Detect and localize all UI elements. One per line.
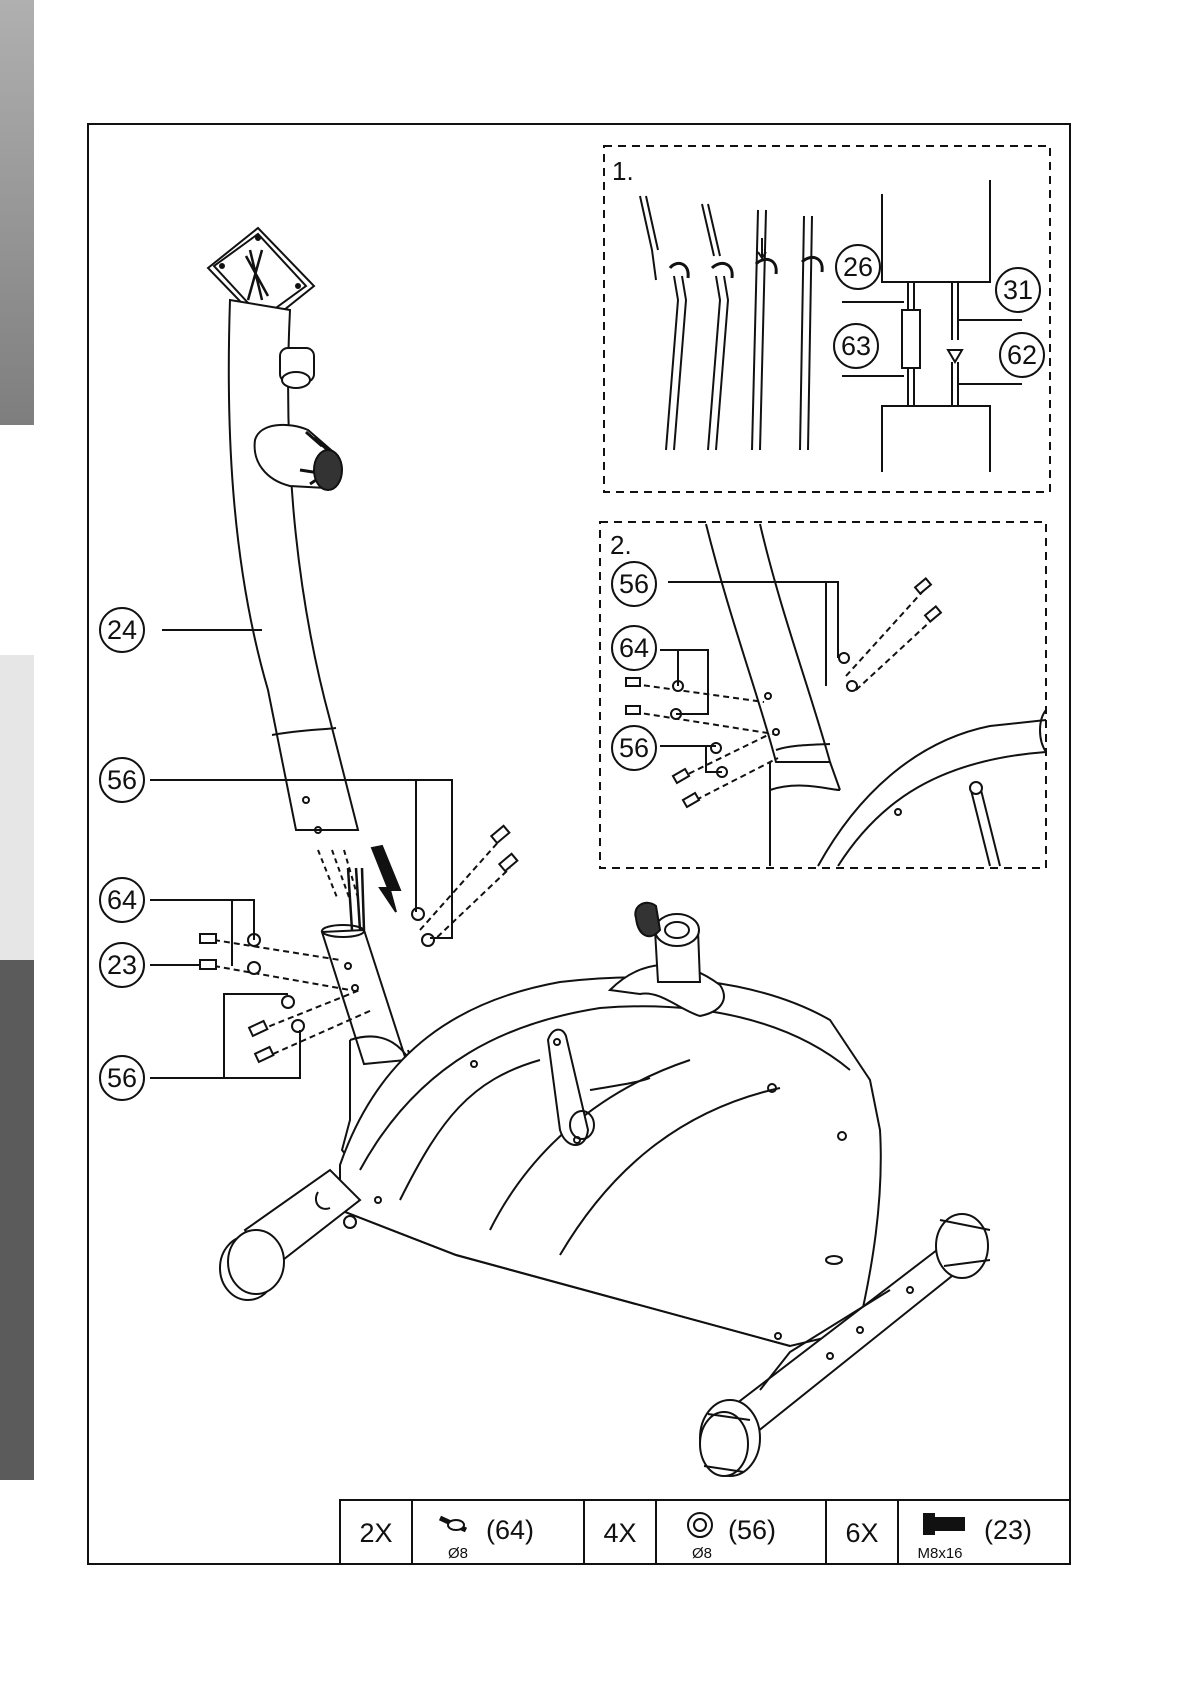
step-2-number: 2. <box>610 530 632 560</box>
callout-56-step2-upper: 56 <box>612 562 656 606</box>
step-1-inset: 1. <box>604 146 1050 492</box>
callout-62: 62 <box>1000 333 1044 377</box>
svg-text:56: 56 <box>107 765 137 795</box>
hardware-table: 2X (64) Ø8 4X (56) Ø8 6X (23) M8x1 <box>340 1500 1070 1564</box>
cable-connect-sequence <box>640 196 822 450</box>
part-no-flat-washer: (56) <box>728 1515 776 1545</box>
svg-text:64: 64 <box>107 885 137 915</box>
callout-64: 64 <box>100 878 144 922</box>
callout-56-upper: 56 <box>100 758 144 802</box>
qty-flat-washer: 4X <box>603 1518 636 1548</box>
step-2-callouts: 56 64 56 <box>612 562 656 770</box>
callout-63: 63 <box>834 324 878 368</box>
spec-spring-washer: Ø8 <box>448 1545 468 1562</box>
insert-arrow <box>372 846 400 912</box>
front-stabilizer <box>220 1170 360 1300</box>
qty-bolt: 6X <box>845 1518 878 1548</box>
svg-text:62: 62 <box>1007 340 1037 370</box>
svg-text:56: 56 <box>107 1063 137 1093</box>
bolt-icon <box>924 1514 964 1534</box>
svg-text:56: 56 <box>619 733 649 763</box>
callout-56-step2-lower: 56 <box>612 726 656 770</box>
svg-text:31: 31 <box>1003 275 1033 305</box>
spec-flat-washer: Ø8 <box>692 1545 712 1562</box>
step-2-post-detail <box>706 524 1046 866</box>
svg-text:26: 26 <box>843 252 873 282</box>
callout-24: 24 <box>100 608 144 652</box>
svg-text:24: 24 <box>107 615 137 645</box>
callout-56-lower: 56 <box>100 1056 144 1100</box>
svg-text:23: 23 <box>107 950 137 980</box>
part-no-spring-washer: (64) <box>486 1515 534 1545</box>
svg-text:64: 64 <box>619 633 649 663</box>
callout-64-step2: 64 <box>612 626 656 670</box>
main-assembly-drawing: 24 56 64 23 56 <box>100 228 990 1476</box>
svg-text:63: 63 <box>841 331 871 361</box>
flat-washer-icon <box>688 1513 712 1537</box>
bike-frame <box>340 903 881 1346</box>
qty-spring-washer: 2X <box>359 1518 392 1548</box>
callout-23: 23 <box>100 943 144 987</box>
connector-detail <box>842 180 1022 472</box>
spec-bolt: M8x16 <box>917 1545 962 1562</box>
step-2-inset: 2. <box>600 522 1046 868</box>
callout-31: 31 <box>996 268 1040 312</box>
svg-text:56: 56 <box>619 569 649 599</box>
main-callouts: 24 56 64 23 56 <box>100 608 144 1100</box>
step-1-callouts: 26 31 63 62 <box>834 245 1044 377</box>
callout-26: 26 <box>836 245 880 289</box>
step-1-number: 1. <box>612 156 634 186</box>
part-no-bolt: (23) <box>984 1515 1032 1545</box>
